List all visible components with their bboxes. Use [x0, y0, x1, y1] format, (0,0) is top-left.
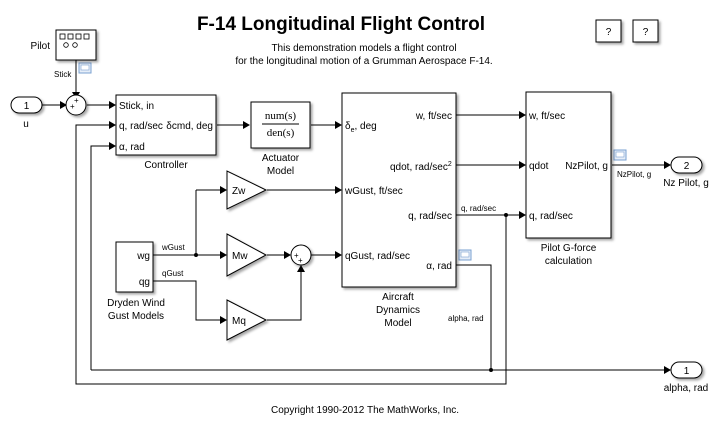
gain-block-mw[interactable]: Mw — [226, 233, 268, 277]
outport-nz-label: Nz Pilot, g — [663, 178, 709, 189]
viewer-icon-nzpilot[interactable] — [613, 149, 627, 161]
plus-sign: + — [294, 251, 299, 260]
help-button-2-label: ? — [643, 27, 649, 38]
inport-u-label: u — [23, 119, 29, 130]
pilot-label: Pilot — [31, 41, 51, 52]
wire-q — [75, 124, 520, 385]
aircraft-output-q: q, rad/sec — [408, 211, 452, 222]
pilot-block[interactable]: Pilot — [31, 29, 97, 61]
gforce-output-nzpilot: NzPilot, g — [565, 161, 608, 172]
copyright: Copyright 1990-2012 The MathWorks, Inc. — [271, 405, 459, 416]
signal-label-nzpilot: NzPilot, g — [617, 170, 651, 179]
help-button-2[interactable]: ? — [632, 19, 659, 43]
gforce-input-w: w, ft/sec — [528, 111, 565, 122]
wire-mq-sum — [267, 271, 302, 321]
gforce-input-qdot: qdot — [529, 161, 549, 172]
signal-label-qgust: qGust — [162, 269, 184, 278]
description-line-1: This demonstration models a flight contr… — [271, 43, 456, 54]
dryden-output-wg: wg — [136, 251, 150, 262]
signal-builder-icon — [59, 33, 90, 48]
page-title: F-14 Longitudinal Flight Control — [197, 14, 485, 35]
sum-block-stick[interactable]: + + — [65, 94, 87, 116]
wire-qgust — [153, 280, 221, 321]
outport-alpha-label: alpha, rad — [664, 383, 708, 394]
gain-block-mq[interactable]: Mq — [226, 299, 268, 341]
signal-label-q: q, rad/sec — [461, 204, 496, 213]
aircraft-output-alpha: α, rad — [426, 261, 452, 272]
gforce-label-2: calculation — [545, 256, 592, 267]
aircraft-input-qgust: qGust, rad/sec — [345, 251, 410, 262]
outport-alpha[interactable]: 1 alpha, rad — [664, 361, 708, 394]
help-button-1[interactable]: ? — [595, 19, 622, 43]
signal-label-alpha: alpha, rad — [448, 314, 484, 323]
gforce-label-1: Pilot G-force — [541, 243, 597, 254]
dryden-label-2: Gust Models — [108, 311, 164, 322]
signal-label-wgust: wGust — [161, 243, 185, 252]
actuator-label-1: Actuator — [262, 153, 300, 164]
actuator-denominator: den(s) — [267, 127, 295, 139]
actuator-block[interactable]: num(s) den(s) Actuator Model — [250, 101, 311, 177]
inport-u[interactable]: 1 u — [10, 96, 43, 130]
controller-block[interactable]: Stick, in q, rad/sec α, rad δcmd, deg Co… — [115, 94, 217, 171]
help-button-1-label: ? — [606, 27, 612, 38]
sum-block-gust[interactable]: + + — [290, 244, 312, 266]
dryden-output-qg: qg — [139, 277, 150, 288]
description-line-2: for the longitudinal motion of a Grumman… — [235, 56, 492, 67]
gain-block-zw[interactable]: Zw — [226, 170, 268, 210]
outport-alpha-number: 1 — [684, 366, 690, 377]
plus-sign: + — [298, 256, 303, 265]
outport-nz-pilot[interactable]: 2 Nz Pilot, g — [663, 156, 709, 189]
aircraft-label-1: Aircraft — [382, 292, 414, 303]
actuator-label-2: Model — [267, 166, 294, 177]
controller-input-q: q, rad/sec — [119, 121, 163, 132]
controller-output-dcmd: δcmd, deg — [166, 121, 213, 132]
signal-label-stick: Stick — [54, 70, 72, 79]
aircraft-dynamics-block[interactable]: δe, deg wGust, ft/sec qGust, rad/sec w, … — [341, 92, 457, 329]
plus-sign: + — [74, 96, 79, 105]
aircraft-input-wgust: wGust, ft/sec — [344, 186, 403, 197]
gforce-input-q: q, rad/sec — [529, 211, 573, 222]
aircraft-label-3: Model — [384, 318, 411, 329]
viewer-icon-stick[interactable] — [78, 62, 92, 74]
inport-u-number: 1 — [24, 101, 30, 112]
aircraft-output-qdot: qdot, rad/sec2 — [390, 161, 452, 173]
wire-alpha — [90, 145, 665, 371]
wire-wgust — [153, 189, 221, 256]
outport-nz-number: 2 — [684, 161, 690, 172]
controller-label: Controller — [144, 160, 188, 171]
pilot-gforce-block[interactable]: w, ft/sec qdot q, rad/sec NzPilot, g Pil… — [525, 91, 612, 267]
dryden-label-1: Dryden Wind — [107, 298, 165, 309]
plus-sign: + — [70, 102, 75, 111]
gain-mq-label: Mq — [232, 316, 246, 327]
gain-zw-label: Zw — [232, 186, 246, 197]
aircraft-input-delta: δe, deg — [345, 121, 377, 134]
controller-input-alpha: α, rad — [119, 142, 145, 153]
viewer-icon-alpha[interactable] — [458, 249, 472, 261]
controller-input-stick: Stick, in — [119, 101, 154, 112]
aircraft-label-2: Dynamics — [376, 305, 420, 316]
actuator-numerator: num(s) — [265, 110, 297, 122]
gain-mw-label: Mw — [232, 251, 248, 262]
dryden-gust-block[interactable]: wg qg Dryden Wind Gust Models — [107, 241, 165, 322]
aircraft-output-w: w, ft/sec — [415, 111, 452, 122]
wires — [42, 60, 671, 385]
